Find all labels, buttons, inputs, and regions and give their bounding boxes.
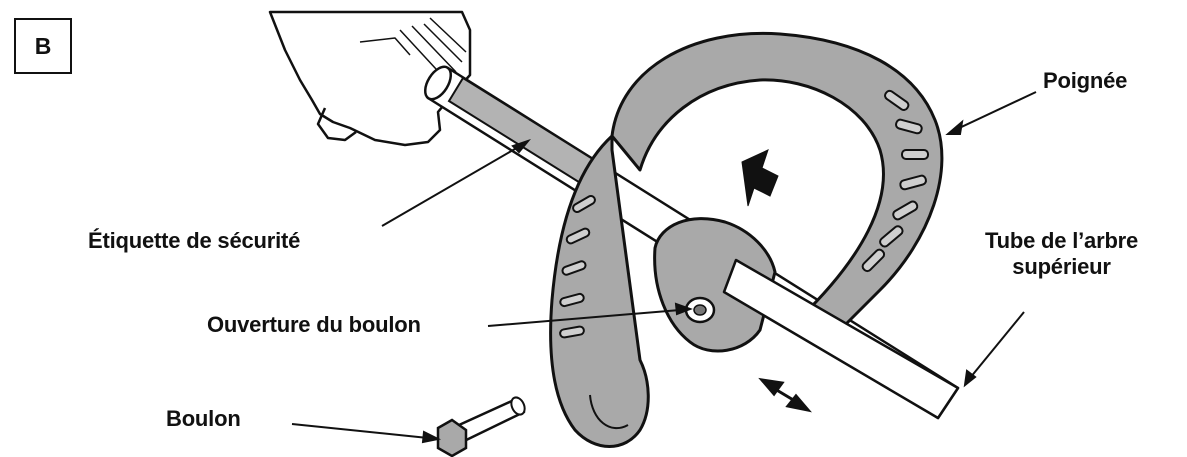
label-bolt-opening: Ouverture du boulon: [207, 312, 421, 337]
label-safety-label: Étiquette de sécurité: [88, 228, 301, 253]
leader-shaft-tube: [969, 311, 1025, 379]
figure-badge: B: [14, 18, 72, 74]
leader-bolt: [291, 423, 429, 439]
label-shaft-tube: Tube de l’arbre supérieur: [985, 228, 1138, 281]
label-handle: Poignée: [1043, 68, 1128, 93]
shaft-front-segment: [722, 258, 960, 420]
bolt-part: [436, 396, 526, 457]
slide-double-arrow-icon: [758, 377, 812, 413]
leader-handle: [954, 91, 1037, 131]
label-shaft-tube-line2: supérieur: [1012, 254, 1111, 280]
label-shaft-tube-line1: Tube de l’arbre: [985, 228, 1139, 253]
handle-loop: [610, 31, 944, 332]
leader-bolt-opening: [487, 309, 681, 327]
leader-lines: [291, 91, 1037, 444]
leader-safety-label: [381, 145, 521, 227]
handle-front-leg: [549, 134, 650, 448]
label-bolt: Boulon: [166, 406, 241, 431]
engine-housing: [268, 10, 472, 147]
push-direction-arrow-icon: [741, 149, 779, 207]
handle-clamp: [653, 217, 777, 353]
